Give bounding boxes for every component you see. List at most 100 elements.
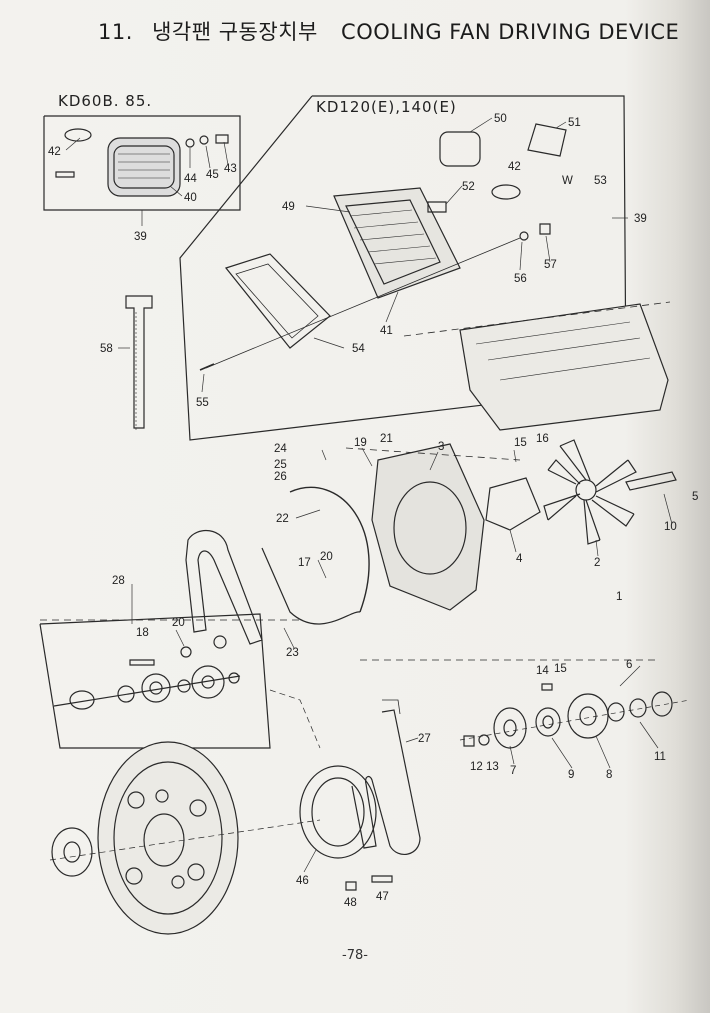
frame-small-lamp <box>43 115 241 211</box>
label-27: 27 <box>418 733 431 745</box>
label-15b: 15 <box>554 663 567 675</box>
label-13: 13 <box>486 761 499 773</box>
fan-2 <box>543 439 637 545</box>
lamp-housing-49 <box>333 187 461 299</box>
label-50: 50 <box>494 113 507 125</box>
label-5: 5 <box>692 491 698 503</box>
bolt-5 <box>625 471 677 491</box>
label-14: 14 <box>536 665 549 677</box>
label-49: 49 <box>282 201 295 213</box>
fan-shroud-3 <box>371 443 485 611</box>
v-belt-28 <box>185 529 263 645</box>
bolt-14 <box>541 683 553 691</box>
gasket-54 <box>224 253 331 349</box>
nut-48 <box>345 881 357 891</box>
label-4: 4 <box>516 553 523 565</box>
label-45: 45 <box>206 169 219 181</box>
label-6: 6 <box>626 659 632 671</box>
label-17: 17 <box>298 557 311 569</box>
spacer-4 <box>485 477 541 531</box>
washer-20 <box>180 646 192 658</box>
title-english: COOLING FAN DRIVING DEVICE <box>341 20 680 44</box>
label-w: W <box>562 175 573 187</box>
label-43: 43 <box>224 163 237 175</box>
lamp-lens-small <box>113 145 175 189</box>
nut-57 <box>539 223 551 235</box>
label-56: 56 <box>514 273 527 285</box>
label-12: 12 <box>470 761 483 773</box>
bulb-42-small <box>64 128 92 142</box>
label-20a: 20 <box>320 551 333 563</box>
belt-cover-22 <box>289 486 370 613</box>
screw-small-lamp <box>55 171 75 178</box>
bolt-18 <box>129 659 155 666</box>
label-58: 58 <box>100 343 113 355</box>
label-54: 54 <box>352 343 365 355</box>
cover-51 <box>527 123 567 157</box>
label-20b: 20 <box>172 617 185 629</box>
label-23: 23 <box>286 647 299 659</box>
label-48: 48 <box>344 897 357 909</box>
label-57: 57 <box>544 259 557 271</box>
label-26: 26 <box>274 471 287 483</box>
connector-52 <box>427 201 447 213</box>
washer-56 <box>519 231 529 241</box>
label-9: 9 <box>568 769 574 781</box>
lens-50 <box>439 131 481 167</box>
label-46: 46 <box>296 875 309 887</box>
shroud-opening <box>393 481 467 575</box>
label-41: 41 <box>380 325 393 337</box>
label-40: 40 <box>184 192 197 204</box>
label-24: 24 <box>274 443 287 455</box>
belt-cover-23 <box>261 547 361 625</box>
label-3: 3 <box>438 441 444 453</box>
frame-large-lamp <box>179 95 627 441</box>
lamp-housing-small <box>107 137 181 197</box>
label-42b: 42 <box>508 161 521 173</box>
variant-label-small: KD60B. 85. <box>58 92 153 110</box>
label-16: 16 <box>536 433 549 445</box>
label-42a: 42 <box>48 146 61 158</box>
page-title: 11. 냉각팬 구동장치부 COOLING FAN DRIVING DEVICE <box>98 16 679 46</box>
label-18: 18 <box>136 627 149 639</box>
flywheel <box>97 741 239 935</box>
ring-46 <box>299 765 377 859</box>
label-19: 19 <box>354 437 367 449</box>
washer-20b <box>213 635 227 649</box>
page-number: -78- <box>342 948 368 963</box>
label-52: 52 <box>462 181 475 193</box>
section-number: 11. <box>98 20 133 44</box>
washer-44 <box>185 138 195 148</box>
label-39a: 39 <box>134 231 147 243</box>
label-25: 25 <box>274 459 287 471</box>
label-10: 10 <box>664 521 677 533</box>
label-53: 53 <box>594 175 607 187</box>
bulb-42-large <box>491 184 521 200</box>
label-55: 55 <box>196 397 209 409</box>
bolt-47 <box>371 875 393 883</box>
strap-58 <box>125 295 153 429</box>
screw-55 <box>199 363 215 371</box>
label-2: 2 <box>594 557 600 569</box>
label-15a: 15 <box>514 437 527 449</box>
pulley-assembly-right <box>459 691 691 749</box>
frame-28 <box>39 613 271 749</box>
washer-45 <box>199 135 209 145</box>
pulley-assembly-left <box>53 665 241 710</box>
label-51: 51 <box>568 117 581 129</box>
label-1: 1 <box>616 591 622 603</box>
variant-label-large: KD120(E),140(E) <box>316 98 457 116</box>
label-44: 44 <box>184 173 197 185</box>
label-22: 22 <box>276 513 289 525</box>
engine-block <box>459 303 669 431</box>
label-39b: 39 <box>634 213 647 225</box>
label-11: 11 <box>654 751 666 763</box>
screw-43 <box>215 134 229 144</box>
label-47: 47 <box>376 891 389 903</box>
crank-pulley <box>51 827 93 877</box>
label-28: 28 <box>112 575 125 587</box>
label-21: 21 <box>380 433 393 445</box>
label-7: 7 <box>510 765 516 777</box>
